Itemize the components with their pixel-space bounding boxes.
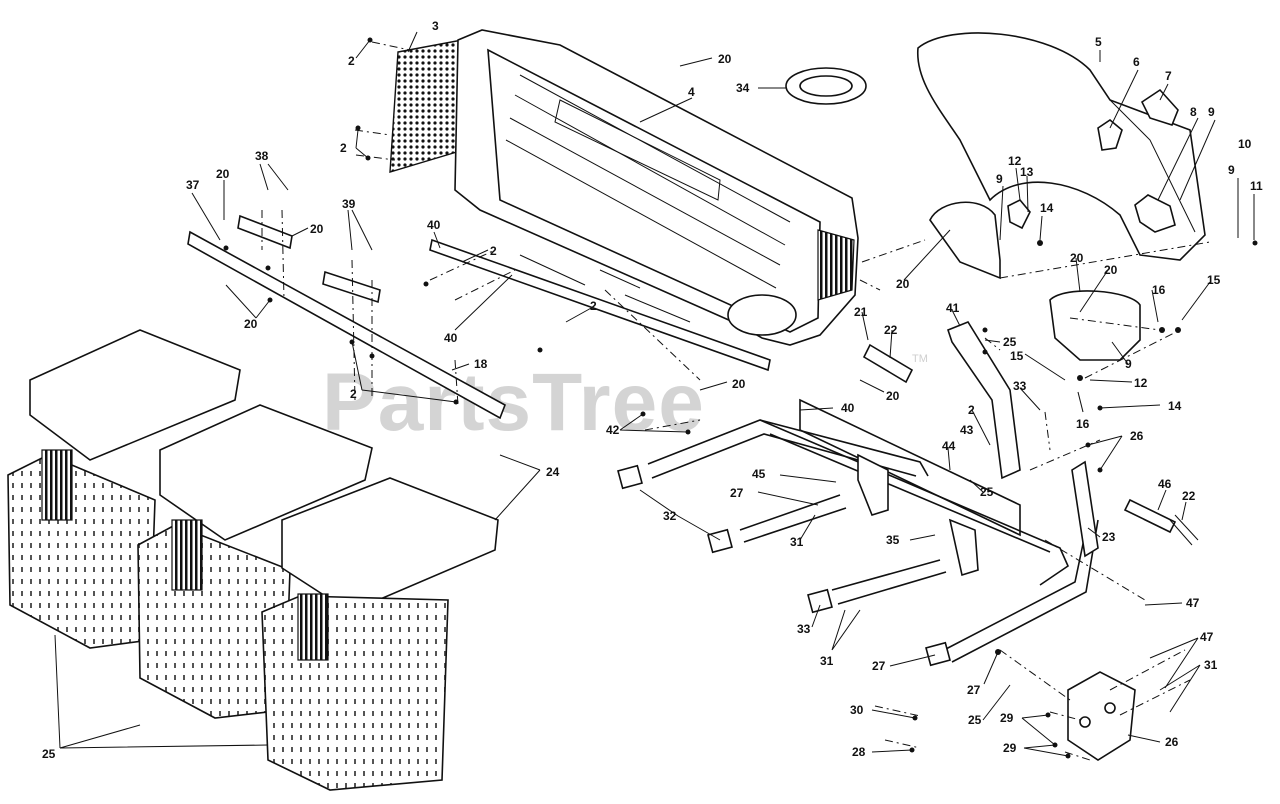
watermark: PartsTree TM [322, 353, 928, 448]
callout-30: 27 [967, 683, 981, 697]
callout-10: 10 [1238, 137, 1252, 151]
callout-34: 34 [736, 81, 750, 95]
callout-20: 20 [216, 167, 230, 181]
callout-47: 31 [820, 654, 834, 668]
part-adapter-housing [929, 199, 1141, 361]
callout-4: 4 [688, 85, 695, 99]
callout-31: 27 [872, 659, 886, 673]
callout-26: 25 [968, 713, 982, 727]
fasteners [223, 37, 1258, 759]
callout-29: 30 [850, 703, 864, 717]
callout-25: 29 [1000, 711, 1014, 725]
watermark-text: PartsTree [322, 357, 705, 448]
callout-39: 40 [427, 218, 441, 232]
callout-37: 37 [186, 178, 200, 192]
callout-46: 31 [790, 535, 804, 549]
callout-25: 25 [1003, 335, 1017, 349]
callout-22: 46 [1158, 477, 1172, 491]
callout-42: 33 [1013, 379, 1027, 393]
callout-2: 20 [244, 317, 258, 331]
callout-leaders [54, 31, 1255, 757]
callout-2: 42 [606, 423, 620, 437]
callout-27: 45 [752, 467, 766, 481]
callout-15: 15 [1010, 349, 1024, 363]
callout-32: 27 [730, 486, 744, 500]
part-rail [187, 214, 506, 420]
callout-18: 20 [1070, 251, 1084, 265]
callout-26: 44 [942, 439, 956, 453]
part-hitch-plate [1067, 671, 1136, 761]
callout-38: 20 [310, 222, 324, 236]
callout-8: 8 [1190, 105, 1197, 119]
callout-25: 26 [1130, 429, 1144, 443]
callout-33: 40 [841, 401, 855, 415]
callout-6: 6 [1133, 55, 1140, 69]
callout-40: 20 [732, 377, 746, 391]
watermark-trademark: TM [912, 353, 928, 365]
callout-20: 39 [342, 197, 356, 211]
callout-40: 2 [590, 299, 597, 313]
callout-9: 9 [1228, 163, 1235, 177]
callout-2: 2 [348, 54, 355, 68]
callout-36: 25 [42, 747, 56, 761]
part-bag-left [7, 329, 241, 649]
part-bag-middle [137, 404, 373, 719]
callout-27: 31 [1204, 658, 1218, 672]
part-seal-ring [785, 67, 867, 105]
callout-13: 13 [1020, 165, 1034, 179]
callout-45: 25 [980, 485, 994, 499]
part-chute [917, 32, 1206, 261]
callout-22: 22 [884, 323, 898, 337]
part-bag-right [261, 477, 499, 791]
callout-14: 14 [1168, 399, 1182, 413]
callout-20: 20 [886, 389, 900, 403]
callout-23: 22 [1182, 489, 1196, 503]
callout-9: 9 [1208, 105, 1215, 119]
callout-2: 40 [444, 331, 458, 345]
callout-44: 43 [960, 423, 974, 437]
callout-24: 23 [1102, 530, 1116, 544]
callout-25: 29 [1003, 741, 1017, 755]
callout-7: 7 [1165, 69, 1172, 83]
callout-3: 3 [432, 19, 439, 33]
callout-47: 35 [886, 533, 900, 547]
callout-20: 38 [255, 149, 269, 163]
callout-14: 14 [1040, 201, 1054, 215]
callout-41: 41 [946, 301, 960, 315]
callout-2: 2 [350, 387, 357, 401]
part-channel [429, 238, 771, 372]
callout-11: 11 [1250, 179, 1263, 193]
callout-12: 12 [1008, 154, 1022, 168]
callout-16: 16 [1152, 283, 1166, 297]
callout-9: 9 [996, 172, 1003, 186]
callout-12: 12 [1134, 376, 1148, 390]
callout-20: 20 [896, 277, 910, 291]
callout-27: 47 [1200, 630, 1214, 644]
callout-20: 20 [718, 52, 732, 66]
callout-15: 15 [1207, 273, 1221, 287]
callout-21: 21 [854, 305, 868, 319]
callout-28: 26 [1165, 735, 1179, 749]
part-top-cover [454, 29, 859, 346]
callout-31: 32 [663, 509, 677, 523]
callout-33: 47 [1186, 596, 1200, 610]
callout-35: 24 [546, 465, 560, 479]
callout-16: 16 [1076, 417, 1090, 431]
part-pins [862, 343, 1199, 546]
callout-5: 5 [1095, 35, 1102, 49]
callout-40: 2 [490, 244, 497, 258]
callout-20: 18 [474, 357, 488, 371]
callout-31: 33 [797, 622, 811, 636]
callout-43: 2 [968, 403, 975, 417]
callout-29: 28 [852, 745, 866, 759]
callout-labels: 3 2 2 20 4 34 5 6 7 8 9 10 9 11 12 13 9 … [42, 19, 1263, 761]
callout-9: 9 [1125, 357, 1132, 371]
part-side-brackets [857, 321, 1099, 577]
part-chute-fittings [1097, 88, 1179, 233]
callout-20: 20 [1104, 263, 1118, 277]
assembly-leader-lines [261, 41, 1211, 761]
part-frame-tubes [617, 398, 1099, 667]
callout-2: 2 [340, 141, 347, 155]
